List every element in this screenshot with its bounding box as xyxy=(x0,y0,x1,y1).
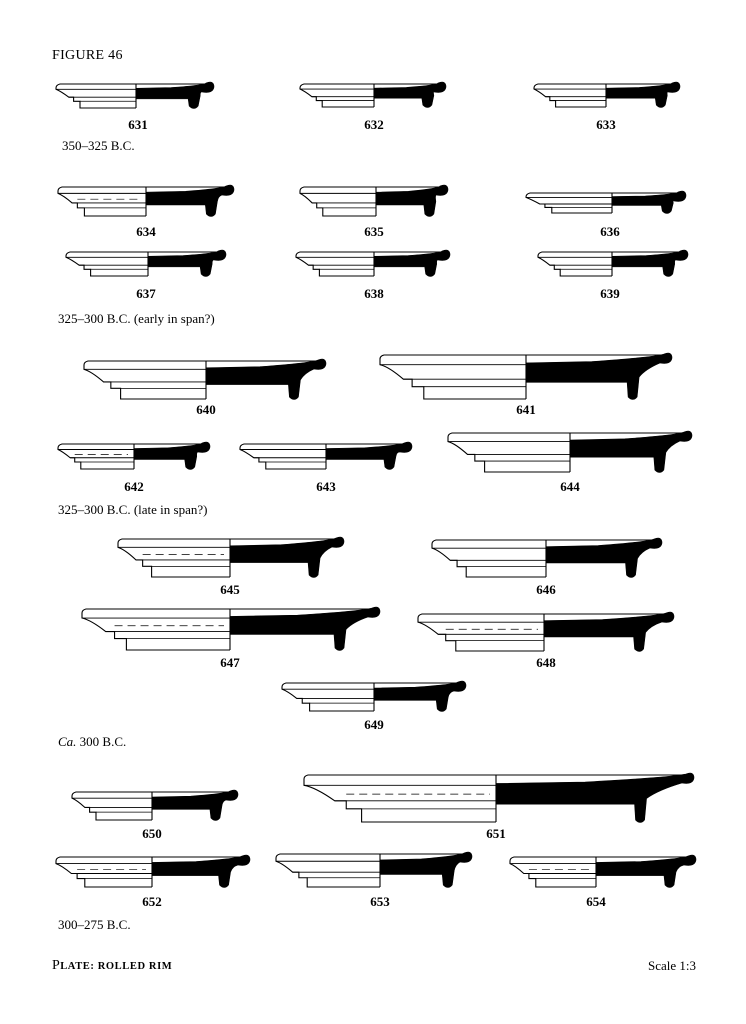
plate-drawing-635 xyxy=(299,184,449,217)
plate-number-641: 641 xyxy=(516,402,536,417)
plate-drawing-638 xyxy=(295,249,451,277)
plate-number-637: 637 xyxy=(136,286,156,301)
plate-number-652: 652 xyxy=(142,894,162,909)
plate-number-635: 635 xyxy=(364,224,384,239)
period-label-325-300-early: 325–300 B.C. (early in span?) xyxy=(58,311,215,326)
plate-drawing-631 xyxy=(55,81,215,109)
plate-number-644: 644 xyxy=(560,479,580,494)
plate-number-640: 640 xyxy=(196,402,216,417)
plate-drawing-633 xyxy=(533,81,681,108)
plate-number-636: 636 xyxy=(600,224,620,239)
plate-drawing-644 xyxy=(447,430,693,473)
period-label-350-325: 350–325 B.C. xyxy=(62,138,135,153)
plate-drawing-647 xyxy=(81,606,381,651)
plate-number-631: 631 xyxy=(128,117,148,132)
period-label-325-300-late: 325–300 B.C. (late in span?) xyxy=(58,502,208,517)
period-ca-rest: 300 B.C. xyxy=(76,734,127,749)
plate-drawing-641 xyxy=(379,352,673,400)
plate-number-650: 650 xyxy=(142,826,162,841)
plate-number-654: 654 xyxy=(586,894,606,909)
plate-number-649: 649 xyxy=(364,717,384,732)
figure-title: FIGURE 46 xyxy=(52,48,123,63)
plate-drawing-634 xyxy=(57,184,235,217)
plate-drawing-652 xyxy=(55,854,251,888)
plate-drawing-650 xyxy=(71,789,239,821)
caption-type: ROLLED RIM xyxy=(97,961,173,972)
period-label-300-275: 300–275 B.C. xyxy=(58,917,131,932)
plate-number-645: 645 xyxy=(220,582,240,597)
plate-number-639: 639 xyxy=(600,286,620,301)
plate-drawing-643 xyxy=(239,441,413,470)
plate-number-653: 653 xyxy=(370,894,390,909)
plate-number-646: 646 xyxy=(536,582,556,597)
plate-number-651: 651 xyxy=(486,826,506,841)
scale-note: Scale 1:3 xyxy=(648,958,697,973)
plate-number-634: 634 xyxy=(136,224,156,239)
caption-plate: LATE: xyxy=(60,961,98,972)
plate-number-638: 638 xyxy=(364,286,384,301)
plate-number-648: 648 xyxy=(536,655,556,670)
plate-drawing-636 xyxy=(525,190,687,214)
plate-caption: PLATE: ROLLED RIM xyxy=(52,957,172,974)
plate-drawing-649 xyxy=(281,680,467,712)
plate-drawing-639 xyxy=(537,249,689,277)
plate-drawing-645 xyxy=(117,536,345,578)
plate-number-647: 647 xyxy=(220,655,240,670)
plate-number-643: 643 xyxy=(316,479,336,494)
period-label-ca-300: Ca. 300 B.C. xyxy=(58,734,126,750)
plate-drawing-640 xyxy=(83,358,327,400)
plate-number-642: 642 xyxy=(124,479,144,494)
plate-drawing-654 xyxy=(509,854,697,888)
plate-drawing-632 xyxy=(299,81,447,108)
plate-number-633: 633 xyxy=(596,117,616,132)
plate-number-632: 632 xyxy=(364,117,384,132)
plate-drawing-653 xyxy=(275,851,473,888)
plate-drawing-651 xyxy=(303,772,695,823)
caption-initial: P xyxy=(52,958,61,973)
plate-drawing-646 xyxy=(431,537,663,578)
plate-drawing-637 xyxy=(65,249,227,277)
period-ca-italic: Ca. xyxy=(58,734,77,749)
plate-drawing-648 xyxy=(417,611,675,652)
plate-drawing-642 xyxy=(57,441,211,470)
